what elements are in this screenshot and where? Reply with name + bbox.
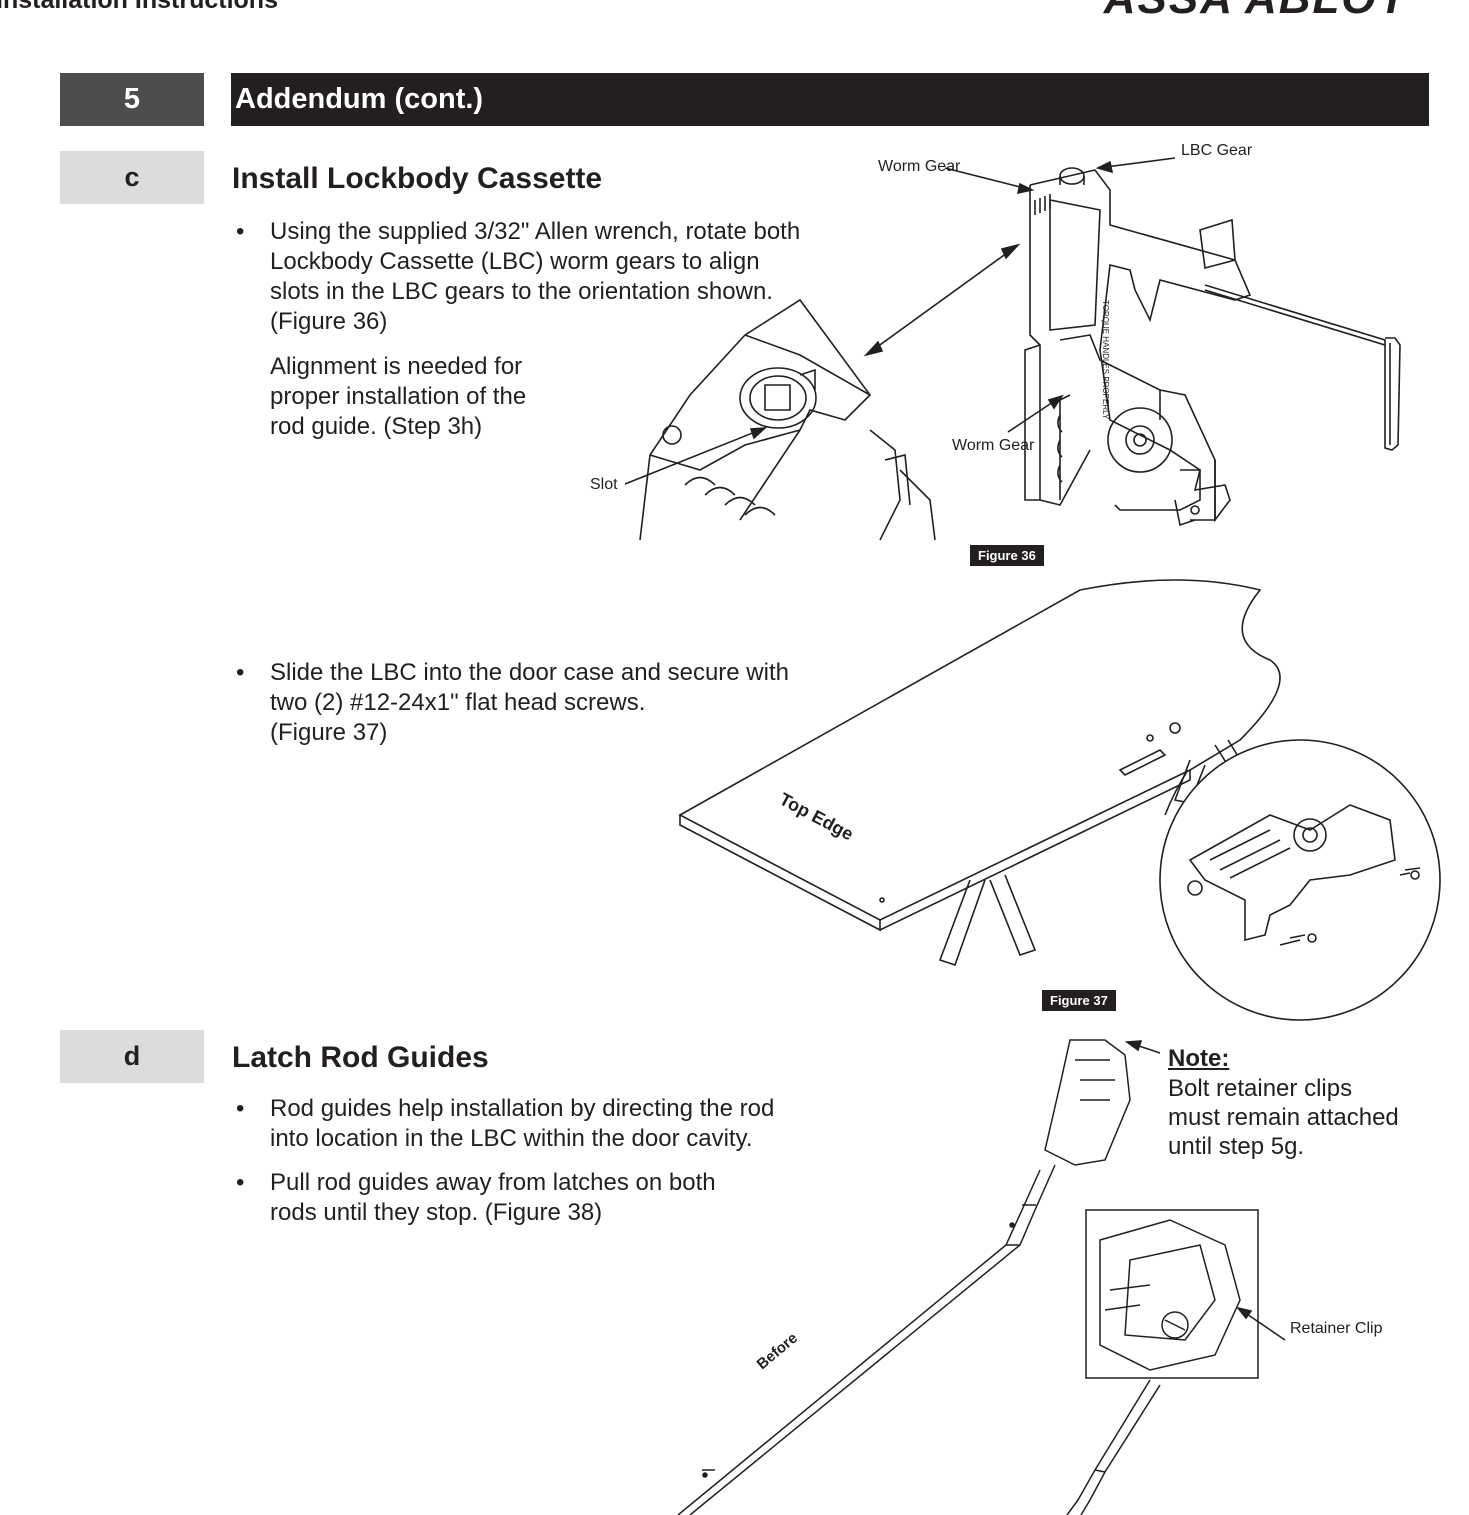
- figure-36-label: Figure 36: [970, 545, 1044, 566]
- figure-37-label: Figure 37: [1042, 990, 1116, 1011]
- step-d-bullet-1: • Rod guides help installation by direct…: [236, 1094, 775, 1154]
- text-line: (Figure 37): [270, 719, 388, 746]
- header-doc-title: Installation Instructions: [0, 0, 278, 14]
- callout-worm-gear-bottom: Worm Gear: [952, 437, 1035, 454]
- text-line: Bolt retainer clips: [1168, 1075, 1353, 1102]
- text-line: slots in the LBC gears to the orientatio…: [270, 278, 773, 305]
- bullet-dot-icon: •: [236, 659, 245, 686]
- step-c-bullet-1: • Using the supplied 3/32" Allen wrench,…: [236, 217, 801, 337]
- text-line: Pull rod guides away from latches on bot…: [270, 1169, 716, 1196]
- step-d-heading: Latch Rod Guides: [232, 1041, 489, 1074]
- text-line: into location in the LBC within the door…: [270, 1125, 753, 1152]
- bullet-dot-icon: •: [236, 1169, 245, 1196]
- text-line: Rod guides help installation by directin…: [270, 1095, 775, 1122]
- text-line: Alignment is needed for: [270, 353, 523, 380]
- text-line: must remain attached: [1168, 1104, 1399, 1131]
- note-body: Bolt retainer clips must remain attached…: [1168, 1074, 1399, 1161]
- step-c-note-paragraph: Alignment is needed for proper installat…: [270, 352, 526, 442]
- step-c-marker: c: [60, 151, 204, 204]
- text-line: rod guide. (Step 3h): [270, 413, 483, 440]
- text-line: Slide the LBC into the door case and sec…: [270, 659, 789, 686]
- text-line: rods until they stop. (Figure 38): [270, 1199, 603, 1226]
- header-brand-logo: ASSA ABLOY: [1104, 0, 1409, 24]
- step-d-marker: d: [60, 1030, 204, 1083]
- text-line: Lockbody Cassette (LBC) worm gears to al…: [270, 248, 760, 275]
- door-top-edge-text: Top Edge: [776, 789, 857, 845]
- bullet-dot-icon: •: [236, 218, 245, 245]
- text-line: two (2) #12-24x1" flat head screws.: [270, 689, 646, 716]
- step-c-heading: Install Lockbody Cassette: [232, 162, 603, 195]
- text-line: (Figure 36): [270, 308, 388, 335]
- section-number: 5: [60, 73, 204, 126]
- svg-text:TORQUE HANDLES PROPERLY: TORQUE HANDLES PROPERLY: [1101, 300, 1110, 420]
- callout-lbc-gear: LBC Gear: [1181, 142, 1253, 159]
- rod-before-text: Before: [754, 1329, 801, 1373]
- bullet-dot-icon: •: [236, 1095, 245, 1122]
- text-line: Using the supplied 3/32" Allen wrench, r…: [270, 218, 801, 245]
- callout-worm-gear-top: Worm Gear: [878, 158, 961, 175]
- step-d-bullet-2: • Pull rod guides away from latches on b…: [236, 1168, 716, 1228]
- note-title: Note:: [1168, 1045, 1230, 1072]
- section-title: Addendum (cont.): [231, 73, 1429, 126]
- callout-slot: Slot: [590, 476, 618, 493]
- callout-retainer-clip: Retainer Clip: [1290, 1320, 1383, 1337]
- step-c-bullet-2: • Slide the LBC into the door case and s…: [236, 658, 789, 748]
- text-line: until step 5g.: [1168, 1133, 1305, 1160]
- text-line: proper installation of the: [270, 383, 527, 410]
